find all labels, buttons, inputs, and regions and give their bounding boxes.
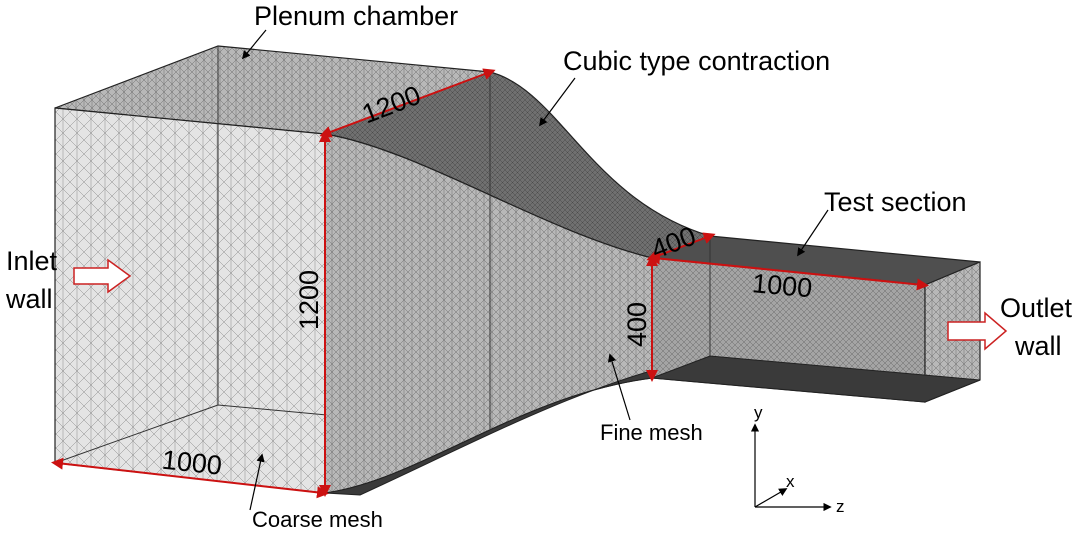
contraction-leader — [538, 77, 576, 127]
dim-line-plenum-length — [51, 457, 329, 499]
dim-test-length: 1000 — [751, 268, 813, 303]
label-outlet-line2: wall — [1014, 331, 1062, 361]
plenum-leader — [241, 29, 267, 60]
label-fine-mesh: Fine mesh — [600, 420, 703, 445]
test-section-leader — [797, 209, 829, 257]
inlet-flow-arrow — [73, 258, 132, 294]
label-outlet-line1: Outlet — [1000, 293, 1073, 323]
axis-x-label: x — [786, 472, 795, 491]
axis-z-label: z — [836, 497, 845, 516]
axis-x-line — [754, 488, 788, 508]
label-test-section: Test section — [824, 187, 967, 217]
plenum-inlet-face — [54, 107, 326, 494]
label-plenum-chamber: Plenum chamber — [254, 1, 458, 31]
dim-line-test-length — [648, 252, 929, 291]
label-contraction: Cubic type contraction — [563, 46, 830, 76]
dim-line-plenum-depth — [319, 68, 496, 138]
fine-mesh-leader — [607, 353, 631, 421]
axis-y-label: y — [754, 403, 763, 422]
coordinate-axes: y x z — [750, 403, 845, 516]
outlet-flow-arrow — [947, 311, 1008, 351]
label-coarse-mesh: Coarse mesh — [252, 507, 383, 532]
label-inlet-line1: Inlet — [6, 246, 58, 276]
dim-plenum-length: 1000 — [161, 445, 224, 481]
coarse-mesh-leader — [249, 453, 265, 511]
test-section-bottom-face — [651, 355, 981, 403]
label-inlet-line2: wall — [5, 284, 53, 314]
dim-test-height: 400 — [622, 302, 652, 347]
dim-plenum-height: 1200 — [294, 270, 324, 330]
